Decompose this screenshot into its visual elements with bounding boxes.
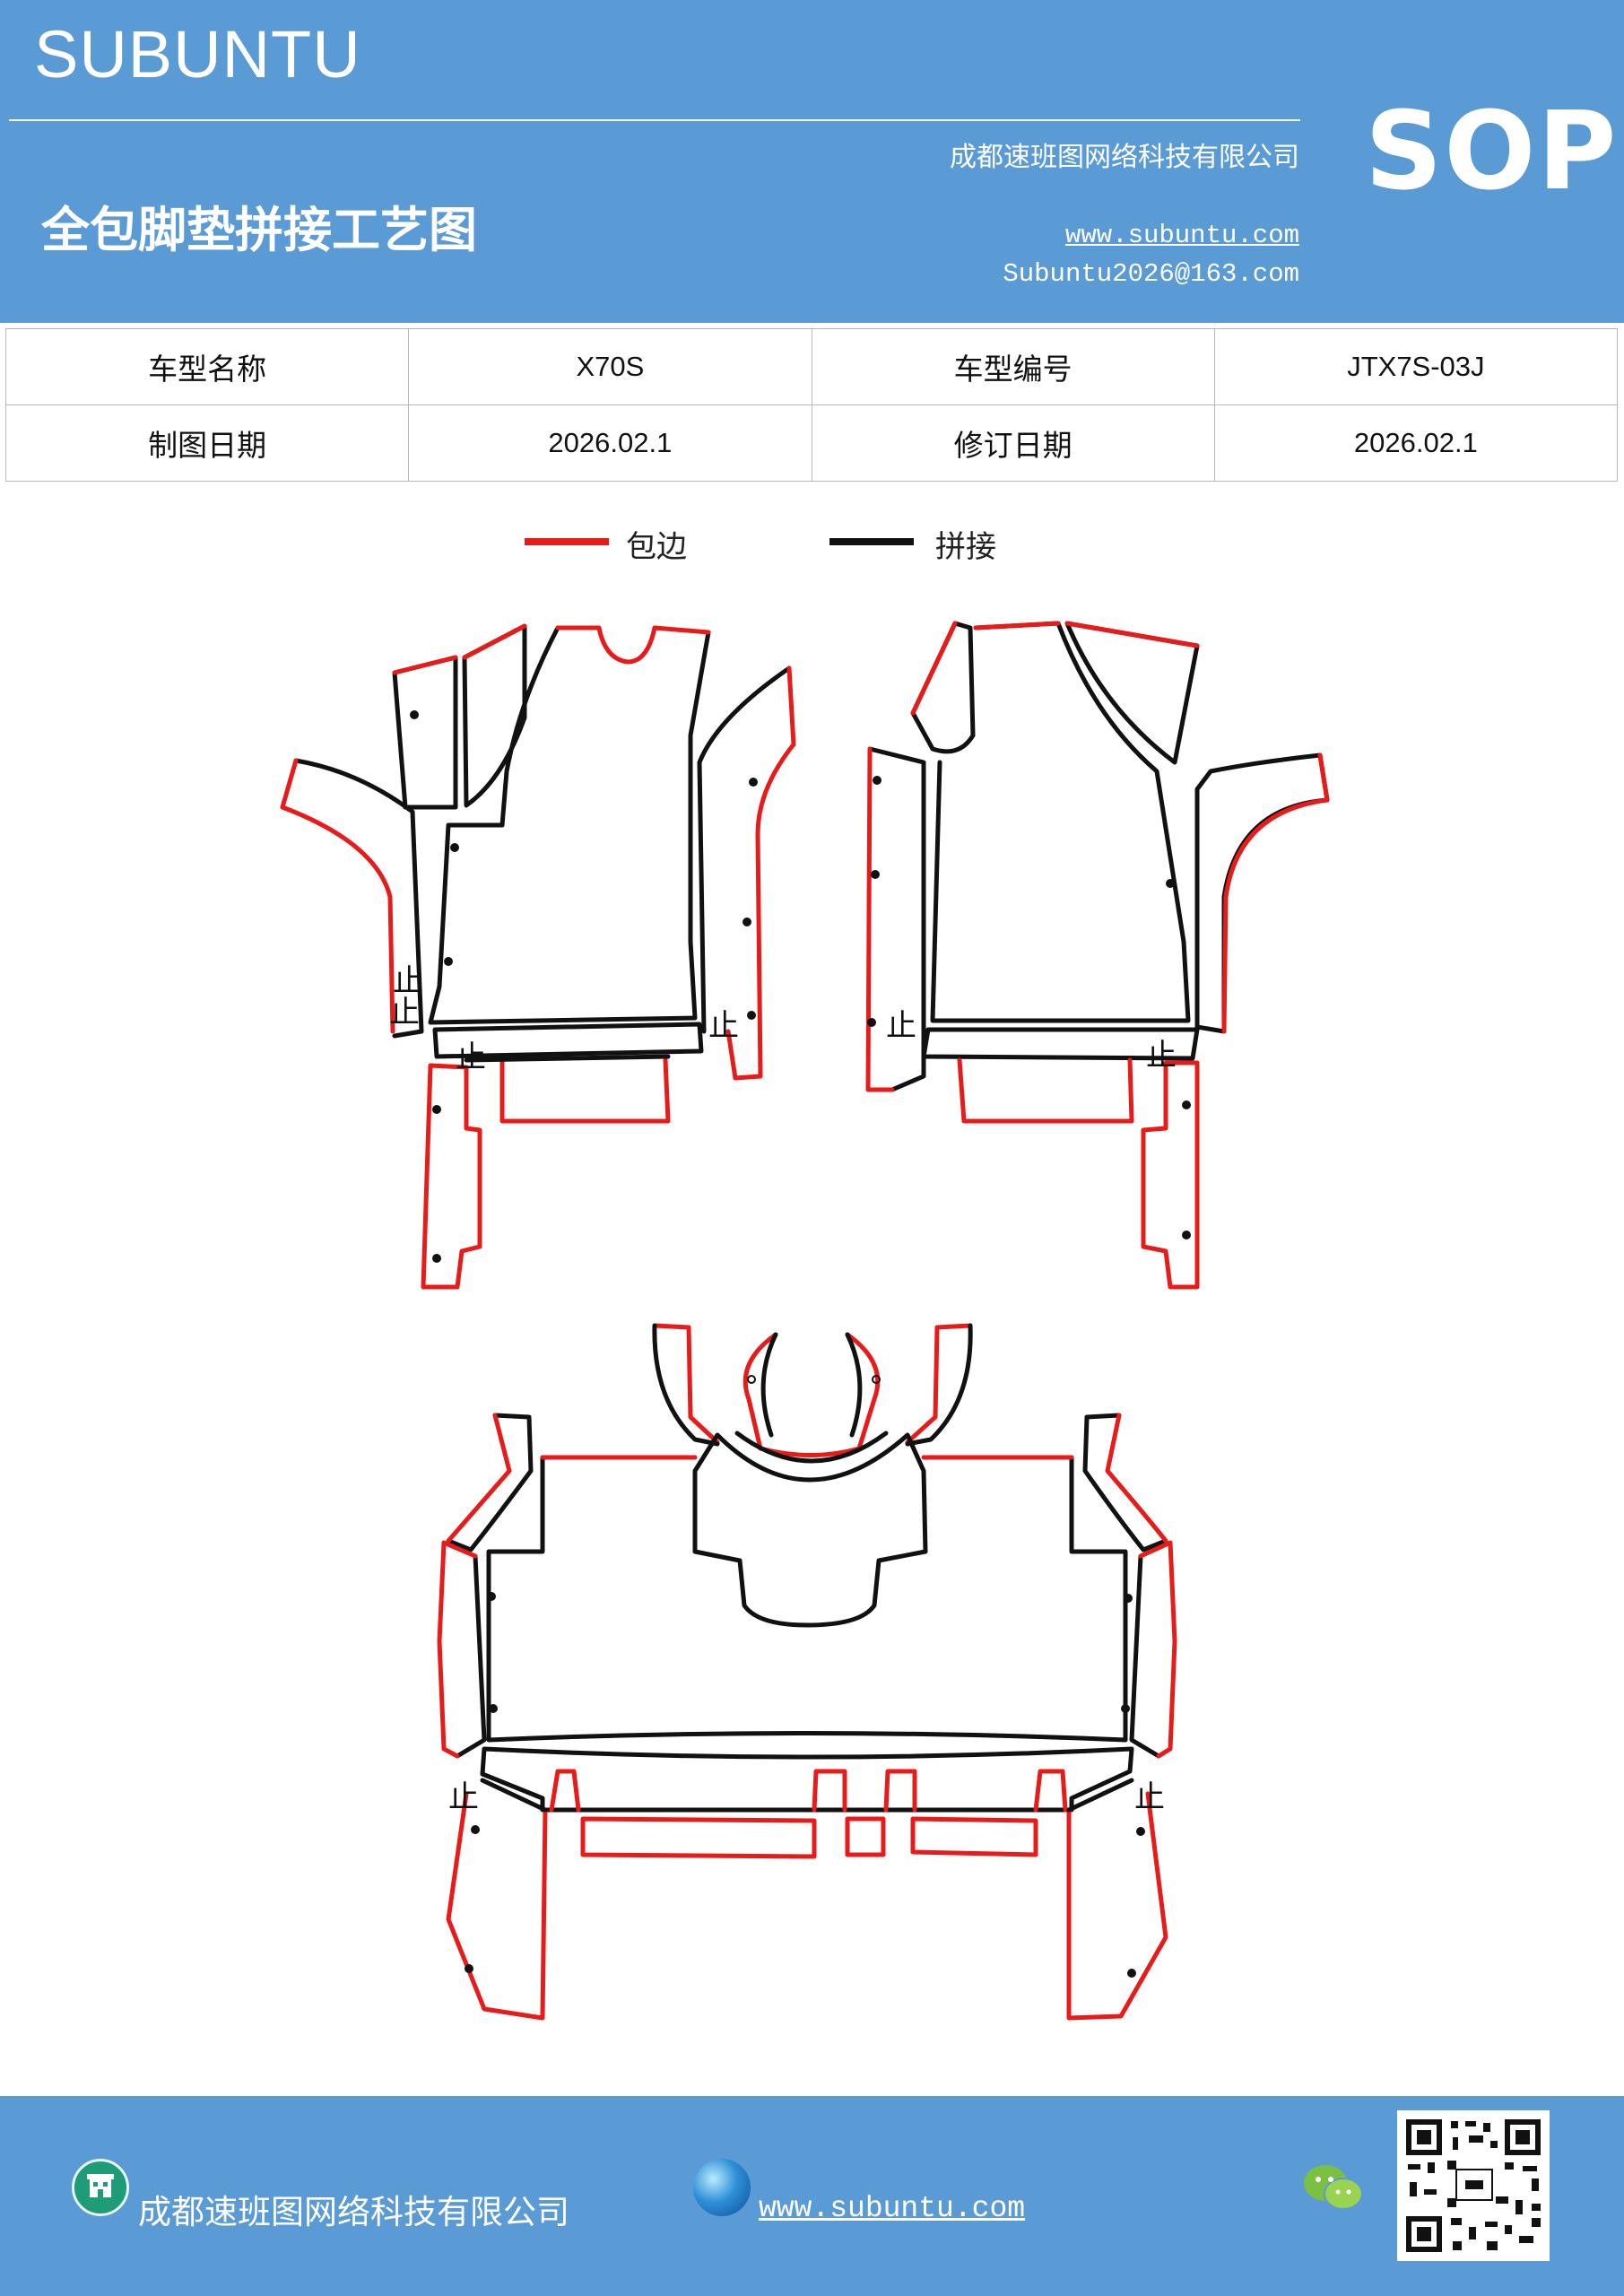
header-email: Subuntu2026@163.com	[1003, 259, 1299, 289]
mat-piece	[555, 625, 711, 665]
model-code-value: JTX7S-03J	[1213, 328, 1619, 405]
mat-piece	[432, 1022, 704, 1059]
draw-date-label: 制图日期	[4, 404, 410, 482]
rear-mats	[437, 1323, 1177, 2021]
footer-company: 成都速班图网络科技有限公司	[138, 2193, 569, 2231]
table-row: 制图日期 2026.02.1 修订日期 2026.02.1	[4, 404, 1619, 482]
mat-piece	[725, 665, 796, 1081]
mat-piece	[462, 623, 527, 660]
mat-piece	[1194, 752, 1330, 1034]
vehicle-info-table: 车型名称 X70S 车型编号 JTX7S-03J 制图日期 2026.02.1 …	[4, 328, 1619, 482]
sop-label: SOP	[1365, 90, 1619, 214]
mat-piece	[462, 623, 527, 808]
mat-piece	[957, 1057, 1134, 1124]
legend-seam-label: 拼接	[935, 529, 996, 565]
front-right-mats	[865, 621, 1330, 1290]
mat-piece	[1066, 1778, 1134, 1813]
brand-name: SUBUNTU	[34, 17, 361, 91]
mat-piece	[549, 1769, 1068, 1813]
mat-piece	[1141, 1060, 1200, 1290]
front-left-mats	[280, 623, 796, 1290]
mat-piece	[446, 1413, 512, 1544]
stop-mark: 止	[393, 963, 423, 999]
mat-piece	[905, 1323, 973, 1447]
mat-piece	[446, 1791, 548, 2021]
stop-markers: 止 止 止 止 止 止 止 止	[389, 963, 1177, 1815]
mat-piece	[865, 746, 895, 1092]
mat-piece	[1064, 621, 1200, 648]
mat-piece	[697, 665, 792, 1034]
model-code-label: 车型编号	[811, 328, 1215, 405]
legend-edge-swatch	[525, 538, 609, 545]
mat-piece	[910, 1816, 1038, 1857]
mat-piece	[580, 1816, 817, 1859]
mat-piece	[1082, 1413, 1168, 1552]
mat-piece	[480, 1778, 548, 1813]
stop-mark: 止	[1134, 1779, 1165, 1815]
stop-mark: 止	[389, 995, 420, 1031]
mat-piece	[905, 1323, 973, 1445]
mat-piece	[921, 1027, 1200, 1061]
mat-piece	[421, 1063, 482, 1290]
qr-code[interactable]	[1397, 2110, 1550, 2261]
mat-piece	[1138, 1540, 1177, 1759]
draw-date-value: 2026.02.1	[408, 404, 812, 482]
mat-piece	[973, 621, 1061, 631]
revise-date-value: 2026.02.1	[1213, 404, 1619, 482]
mat-piece	[1221, 752, 1330, 1034]
globe-icon	[693, 2159, 751, 2216]
mat-piece	[392, 655, 458, 810]
mat-piece	[734, 1431, 889, 1464]
mat-piece	[692, 1432, 928, 1628]
mat-piece	[499, 1057, 671, 1124]
footer-website-link[interactable]: www.subuntu.com	[759, 2192, 1026, 2225]
mat-piece	[428, 625, 711, 1025]
stop-mark: 止	[886, 1008, 916, 1044]
mat-piece	[910, 621, 958, 716]
mat-piece	[845, 1816, 886, 1857]
mat-piece	[437, 1540, 478, 1759]
mat-piece	[293, 758, 424, 1039]
mat-piece	[486, 1455, 1128, 1743]
mat-piece	[280, 758, 395, 1034]
stop-mark: 止	[708, 1008, 739, 1044]
mat-piece	[760, 1332, 863, 1438]
mat-piece	[1105, 1413, 1168, 1544]
mat-piece	[743, 1332, 881, 1457]
page-title: 全包脚垫拼接工艺图	[41, 201, 477, 258]
mat-piece	[1064, 621, 1200, 765]
header-banner	[0, 0, 1624, 323]
header-website-link[interactable]: www.subuntu.com	[1064, 221, 1299, 250]
mat-piece	[455, 1553, 487, 1759]
revise-date-label: 修订日期	[811, 404, 1215, 482]
building-icon	[72, 2159, 129, 2216]
model-name-value: X70S	[408, 328, 812, 405]
model-name-label: 车型名称	[4, 328, 410, 405]
mat-piece	[1066, 1791, 1168, 2021]
table-row: 车型名称 X70S 车型编号 JTX7S-03J	[4, 328, 1619, 405]
header-company: 成都速班图网络科技有限公司	[950, 142, 1299, 173]
mat-piece	[910, 621, 976, 754]
legend-edge-label: 包边	[626, 529, 687, 565]
legend-seam-swatch	[829, 538, 914, 545]
fastener-dots	[410, 710, 1191, 1978]
mat-piece	[464, 1054, 671, 1063]
header-divider	[9, 119, 1300, 121]
legend: 包边 拼接	[525, 526, 1027, 570]
stop-mark: 止	[456, 1039, 486, 1075]
mat-piece	[446, 1413, 534, 1552]
mat-piece	[652, 1323, 720, 1447]
mat-piece	[652, 1323, 720, 1445]
mat-piece	[392, 655, 458, 675]
floor-mat-diagram: 止 止 止 止 止 止 止 止	[280, 621, 1330, 2021]
stop-mark: 止	[1146, 1038, 1177, 1074]
mat-piece	[480, 1746, 1134, 1813]
mat-piece	[930, 621, 1191, 1023]
wechat-icon	[1302, 2161, 1365, 2213]
mat-piece	[1129, 1553, 1161, 1759]
mat-piece	[867, 746, 926, 1092]
stop-mark: 止	[448, 1779, 479, 1815]
